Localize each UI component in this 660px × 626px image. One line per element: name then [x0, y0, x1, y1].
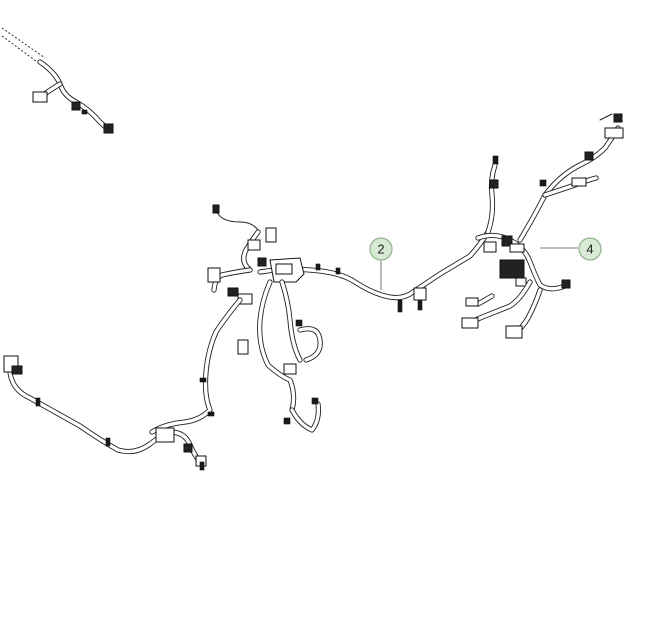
connector-right-upper — [571, 177, 587, 187]
callout-2: 2 — [369, 237, 393, 290]
connector-b — [71, 101, 81, 111]
callout-4-circle — [578, 237, 602, 261]
connector-trunk-mid — [413, 287, 427, 301]
callout-2-circle — [369, 237, 393, 261]
connector-c — [103, 123, 114, 134]
connector-right-lower-b — [505, 325, 523, 339]
bottom-left-harness — [3, 355, 207, 471]
central-harness-cluster — [149, 204, 323, 435]
main-trunk — [257, 229, 491, 313]
callout-4-label: 4 — [586, 242, 593, 257]
connector-right-lower-a — [461, 317, 479, 329]
right-harness-cluster — [461, 113, 624, 339]
top-left-harness-branch — [1, 27, 114, 134]
callout-2-label: 2 — [377, 242, 384, 257]
connector-a — [32, 91, 48, 103]
callout-4: 4 — [540, 237, 602, 261]
